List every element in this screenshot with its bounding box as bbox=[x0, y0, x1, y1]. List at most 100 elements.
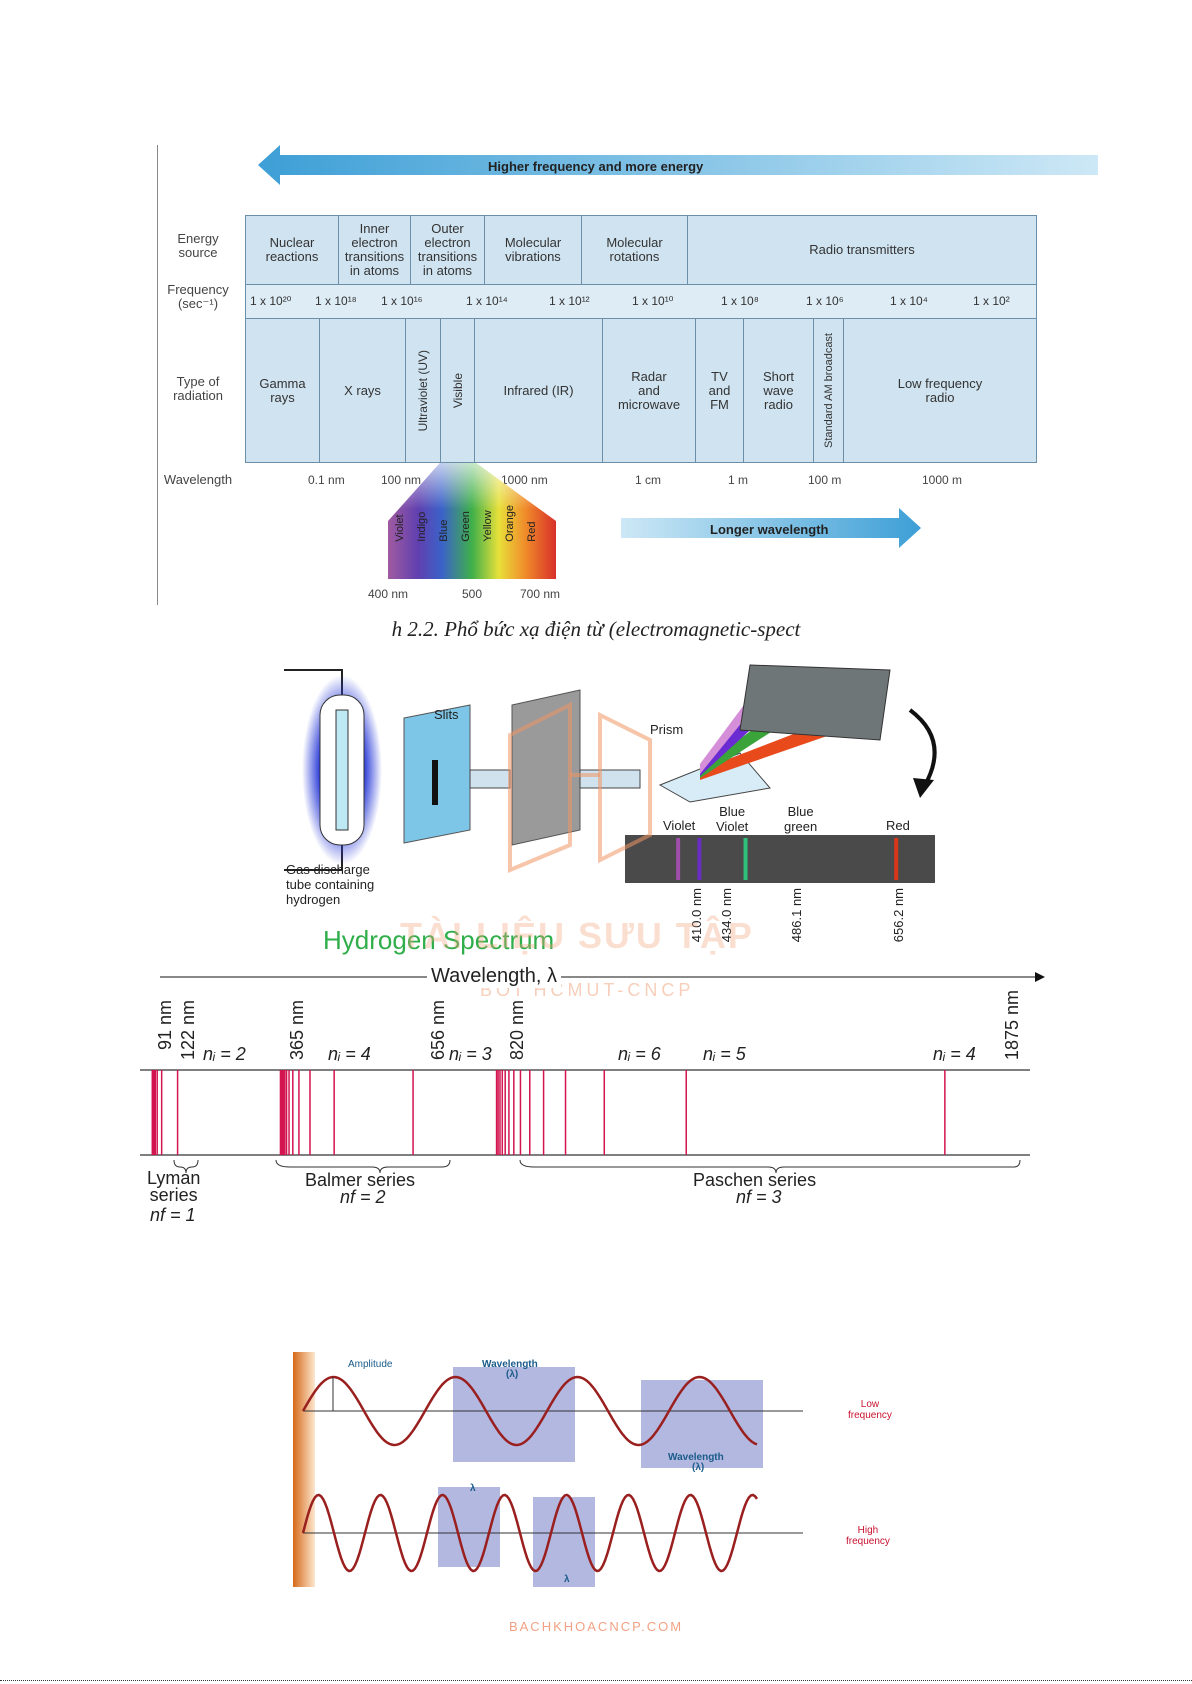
series-wavelength: 656 nm bbox=[428, 1000, 448, 1061]
radiation-cell: Infrared (IR) bbox=[474, 318, 603, 463]
line-label: Blue Violet bbox=[716, 804, 749, 834]
em-spectrum-figure: Higher frequency and more energy Energy … bbox=[157, 145, 1098, 605]
line-label: Blue green bbox=[784, 804, 818, 834]
wavelength-bottom-label: Wavelength bbox=[668, 1452, 724, 1463]
wavelength-value: 0.1 nm bbox=[308, 473, 345, 487]
energy-cell: Radio transmitters bbox=[687, 215, 1037, 285]
line-value-wrap: 656.2 nm bbox=[891, 888, 906, 947]
line-value-wrap: 486.1 nm bbox=[789, 888, 804, 947]
higher-frequency-arrow bbox=[258, 145, 1098, 185]
radiation-cell: Radar and microwave bbox=[602, 318, 696, 463]
spectral-line bbox=[743, 838, 748, 880]
ni-label: nᵢ = 6 bbox=[618, 1044, 661, 1064]
series-mark-wrap: 365 nm bbox=[287, 1000, 308, 1065]
color-label: Blue bbox=[438, 519, 450, 542]
lyman-series-label: Lyman series bbox=[147, 1168, 201, 1205]
ni-label: nᵢ = 4 bbox=[933, 1044, 976, 1064]
line-value: 486.1 nm bbox=[789, 888, 804, 943]
frequency-label: Frequency (sec⁻¹) bbox=[167, 282, 229, 311]
energy-cell: Nuclear reactions bbox=[245, 215, 339, 285]
frequency-value: 1 x 10²⁰ bbox=[250, 294, 292, 308]
line-value: 656.2 nm bbox=[891, 888, 906, 943]
frequency-value: 1 x 10¹⁶ bbox=[381, 294, 423, 308]
series-mark-wrap: 1875 nm bbox=[1002, 990, 1023, 1065]
ni-label: nᵢ = 2 bbox=[203, 1044, 246, 1064]
frequency-value: 1 x 10¹⁰ bbox=[632, 294, 674, 308]
frequency-value: 1 x 10¹² bbox=[549, 294, 590, 308]
color-label: Indigo bbox=[416, 511, 428, 542]
balmer-series-label: Balmer series bbox=[305, 1170, 416, 1190]
longer-wavelength-label: Longer wavelength bbox=[710, 522, 829, 537]
slits-label: Slits bbox=[434, 707, 459, 722]
lambda-top: (λ) bbox=[506, 1369, 519, 1380]
tube-label: Gas discharge tube containing hydrogen bbox=[286, 862, 375, 907]
color-label: Violet bbox=[394, 514, 406, 542]
spectral-line bbox=[676, 838, 681, 880]
line-label: Red bbox=[886, 818, 910, 833]
lambda-bottom: (λ) bbox=[692, 1462, 705, 1473]
hydrogen-series-diagram bbox=[140, 972, 1045, 1174]
visible-scale-label: 400 nm bbox=[368, 587, 409, 601]
radiation-cell: Visible bbox=[440, 318, 475, 463]
radiation-type-label: Type of radiation bbox=[173, 374, 223, 403]
spectral-line bbox=[894, 838, 899, 880]
frequency-value: 1 x 10² bbox=[973, 294, 1010, 308]
higher-frequency-label: Higher frequency and more energy bbox=[488, 159, 704, 174]
energy-cell: Inner electron transitions in atoms bbox=[338, 215, 411, 285]
high-frequency-label: High frequency bbox=[846, 1525, 890, 1547]
wavelength-value: 1000 nm bbox=[501, 473, 548, 487]
low-frequency-label: Low frequency bbox=[848, 1399, 892, 1421]
radiation-cell: Standard AM broadcast bbox=[813, 318, 844, 463]
lambda-short-label: λ bbox=[564, 1574, 570, 1585]
wavelength-value: 1 cm bbox=[635, 473, 662, 487]
radiation-cell: TV and FM bbox=[695, 318, 744, 463]
series-wavelength: 820 nm bbox=[507, 1000, 527, 1061]
series-mark-wrap: 91 nm bbox=[155, 1000, 176, 1055]
visible-color-labels: Violet Indigo Blue Green Yellow Orange R… bbox=[394, 505, 546, 542]
series-wavelength: 122 nm bbox=[178, 1000, 198, 1061]
wavelength-top-label: Wavelength bbox=[482, 1359, 538, 1370]
frequency-value: 1 x 10⁴ bbox=[890, 294, 928, 308]
wavelength-label: Wavelength bbox=[163, 472, 233, 487]
series-mark-wrap: 122 nm bbox=[178, 1000, 199, 1065]
lambda-short-label: λ bbox=[470, 1483, 476, 1494]
wavelength-axis-label: Wavelength, λ bbox=[427, 965, 561, 988]
series-wavelength: 365 nm bbox=[287, 1000, 307, 1061]
series-wavelength: 91 nm bbox=[155, 1000, 175, 1051]
radiation-cell: Ultraviolet (UV) bbox=[405, 318, 441, 463]
uv-label: Ultraviolet (UV) bbox=[416, 349, 430, 432]
wave-frequency-figure bbox=[293, 1352, 803, 1587]
color-label: Orange bbox=[504, 505, 516, 542]
line-label: Violet bbox=[663, 818, 696, 833]
visible-scale-label: 700 nm bbox=[520, 587, 561, 601]
color-label: Green bbox=[460, 511, 472, 542]
am-label: Standard AM broadcast bbox=[822, 333, 835, 448]
figure-caption: h 2.2. Phổ bức xạ điện từ (electromagnet… bbox=[391, 617, 801, 641]
frequency-value: 1 x 10¹⁸ bbox=[315, 294, 357, 308]
amplitude-label: Amplitude bbox=[348, 1359, 393, 1370]
visible-spectrum-fan bbox=[388, 463, 556, 579]
longer-wavelength-arrow bbox=[621, 508, 921, 548]
lyman-nf: nf = 1 bbox=[150, 1205, 196, 1225]
footer-watermark: BACHKHOACNCP.COM bbox=[508, 1619, 684, 1634]
bottom-divider bbox=[0, 1680, 1192, 1681]
color-label: Red bbox=[526, 521, 538, 542]
radiation-cell: Gamma rays bbox=[245, 318, 320, 463]
energy-cell: Molecular rotations bbox=[581, 215, 688, 285]
color-label: Yellow bbox=[482, 510, 494, 542]
energy-source-label: Energy source bbox=[177, 231, 219, 260]
energy-cell: Outer electron transitions in atoms bbox=[410, 215, 485, 285]
visible-label: Visible bbox=[450, 372, 465, 409]
prism-label: Prism bbox=[650, 722, 684, 737]
watermark-logo bbox=[508, 701, 652, 873]
spectral-line bbox=[697, 838, 702, 880]
wavelength-value: 1 m bbox=[728, 473, 749, 487]
wavelength-value: 100 m bbox=[808, 473, 842, 487]
frequency-value: 1 x 10⁶ bbox=[806, 294, 844, 308]
series-mark-wrap: 820 nm bbox=[507, 1000, 528, 1065]
hydrogen-apparatus bbox=[284, 664, 937, 883]
frequency-value: 1 x 10¹⁴ bbox=[466, 294, 508, 308]
radiation-cell: Short wave radio bbox=[743, 318, 814, 463]
energy-cell: Molecular vibrations bbox=[484, 215, 582, 285]
balmer-nf: nf = 2 bbox=[340, 1187, 386, 1207]
